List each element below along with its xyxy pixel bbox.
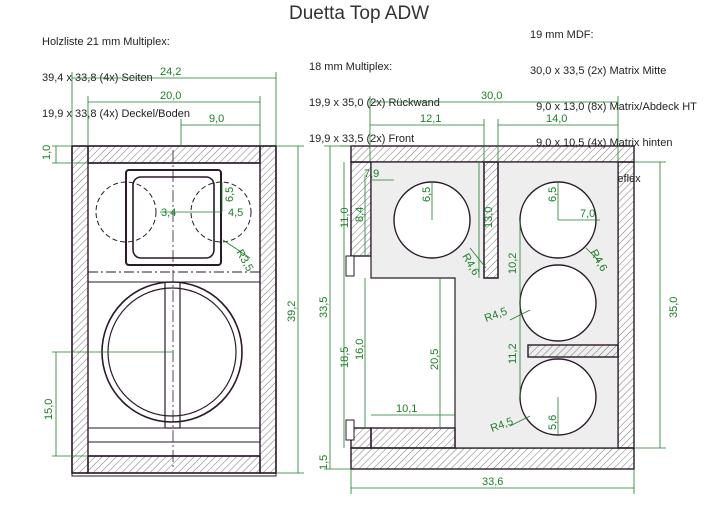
side-center-wall xyxy=(483,161,499,279)
front-wall-top xyxy=(87,145,261,164)
side-wall-bottom xyxy=(350,447,635,470)
dim-label: 20,5 xyxy=(429,349,441,370)
tweeter-plate xyxy=(125,169,222,266)
dim-label: 35,0 xyxy=(668,297,680,318)
side-wall-right xyxy=(617,161,635,449)
dim-label: 15,0 xyxy=(43,399,55,420)
dim-label: 20,0 xyxy=(160,90,181,102)
dim-label: 3,4 xyxy=(161,207,176,219)
dim-label: 5,6 xyxy=(547,415,559,430)
front-wall-right xyxy=(259,145,277,474)
side-view xyxy=(345,145,635,470)
front-dimensions xyxy=(52,72,304,474)
dim-label: 1,5 xyxy=(318,455,330,470)
parts-list-header: Holzliste 21 mm Multiplex: xyxy=(42,36,170,48)
dim-label: 6,5 xyxy=(224,187,236,202)
dim-label: 13,0 xyxy=(483,207,495,228)
front-dimension-labels: 24,2 20,0 9,0 1,0 39,2 15,0 6,5 3,4 4,5 … xyxy=(41,66,298,420)
dim-label: 30,0 xyxy=(481,90,502,102)
side-wall-top xyxy=(350,145,635,163)
side-shelf xyxy=(527,344,619,358)
dim-label: 6,5 xyxy=(547,187,559,202)
front-wall-left xyxy=(71,145,89,474)
front-wall-bottom xyxy=(87,455,261,474)
tweeter-recess xyxy=(132,176,215,259)
dim-label: 11,2 xyxy=(507,343,519,364)
dim-label: 33,5 xyxy=(318,297,330,318)
dim-label: 11,0 xyxy=(339,207,351,228)
dim-label: 33,6 xyxy=(482,476,503,488)
dim-label: 14,0 xyxy=(546,113,567,125)
dim-label: 6,5 xyxy=(421,187,433,202)
dim-label: 10,1 xyxy=(396,403,417,415)
parts-list-line: 19,9 x 33,8 (4x) Deckel/Boden xyxy=(42,108,190,120)
dim-label: 39,2 xyxy=(286,301,298,322)
parts-list-line: 30,0 x 33,5 (2x) Matrix Mitte xyxy=(530,65,667,77)
side-reflex-plate xyxy=(370,427,456,449)
dim-label: 16,0 xyxy=(354,339,366,360)
dim-label: 12,1 xyxy=(420,113,441,125)
tweeter-circle-left xyxy=(95,181,157,243)
dim-label: 4,5 xyxy=(228,207,243,219)
dim-label: 9,0 xyxy=(209,113,224,125)
dim-label: 7,9 xyxy=(364,168,379,180)
parts-list-header: 19 mm MDF: xyxy=(530,29,594,41)
parts-list-header: 18 mm Multiplex: xyxy=(309,61,393,73)
dim-label: 8,4 xyxy=(354,207,366,222)
dim-label: R3,5 xyxy=(233,248,255,274)
dim-label: 18,5 xyxy=(339,347,351,368)
dim-label: 1,0 xyxy=(41,145,53,160)
parts-list-line: 19,9 x 35,0 (2x) Rückwand xyxy=(309,97,440,109)
tweeter-circle-right xyxy=(190,181,252,243)
dim-label: 24,2 xyxy=(160,66,181,78)
parts-list-plywood18: 18 mm Multiplex: 19,9 x 35,0 (2x) Rückwa… xyxy=(309,37,440,157)
parts-list-plywood21: Holzliste 21 mm Multiplex: 39,4 x 33,8 (… xyxy=(42,12,190,132)
front-view xyxy=(71,145,277,477)
dim-label: 10,2 xyxy=(507,253,519,274)
side-dimensions xyxy=(324,96,666,494)
parts-list-line: 19,9 x 33,5 (2x) Front xyxy=(309,133,415,145)
drawing-title: Duetta Top ADW xyxy=(289,3,430,24)
dim-label: 7,0 xyxy=(580,208,595,220)
driver-circle-3 xyxy=(519,264,597,342)
parts-list-line: 9,0 x 13,0 (8x) Matrix/Abdeck HT xyxy=(530,101,697,113)
